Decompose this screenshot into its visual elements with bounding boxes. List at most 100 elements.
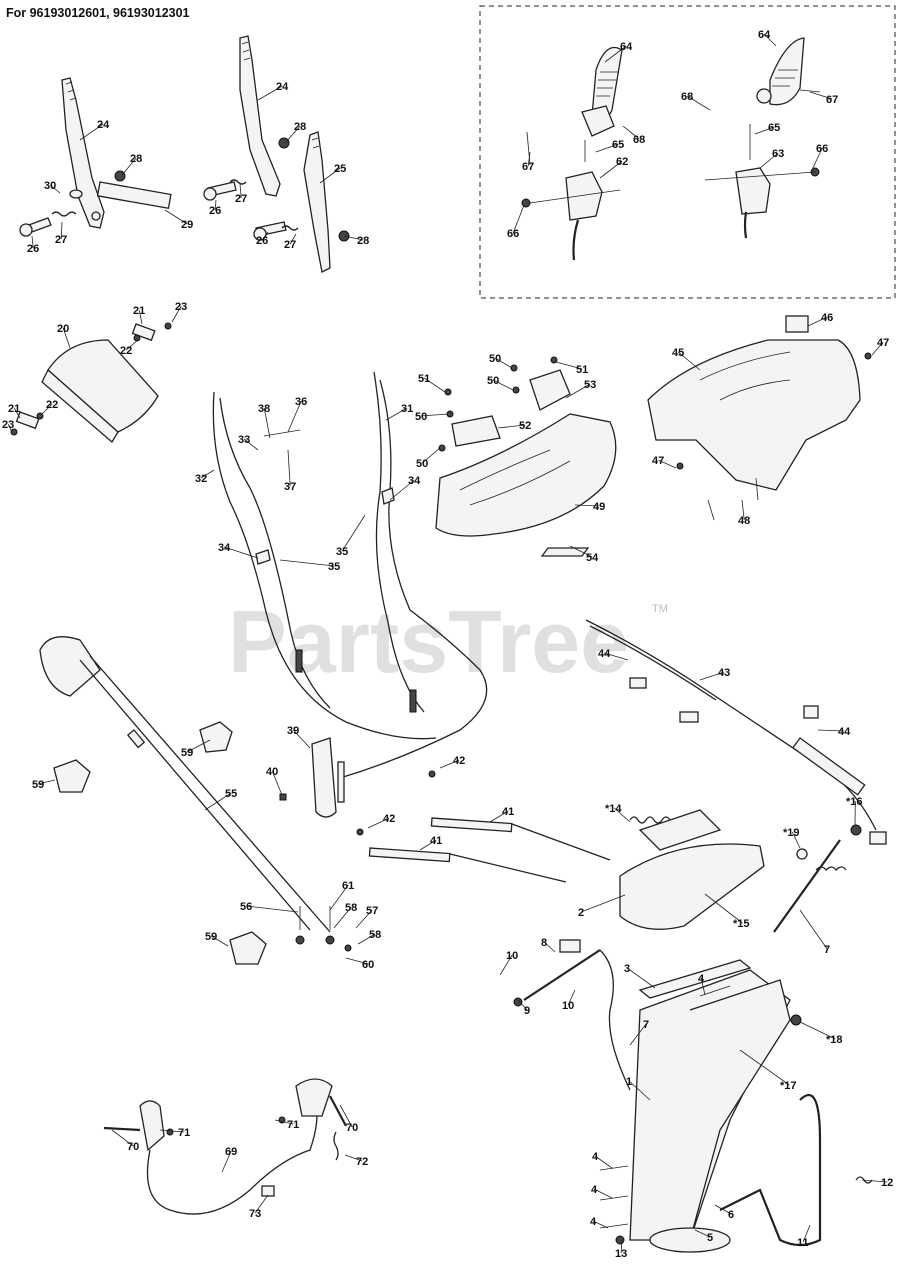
leader-c52 [497,424,526,429]
callout-c7a: 7 [824,944,830,956]
callout-c66a: 66 [507,228,519,240]
leader-c64a [604,45,627,63]
callout-c44a: 44 [598,648,611,660]
callout-c40: 40 [266,766,278,778]
callout-c62: 62 [616,156,628,168]
callout-c5: 5 [707,1232,713,1244]
leader-c10b [567,989,576,1006]
leader-c8 [543,941,556,953]
callout-c4d: 4 [590,1216,597,1228]
leader-c71b [274,1119,294,1125]
leader-c27b [239,183,242,199]
callout-c10a: 10 [506,950,518,962]
leader-c63 [759,152,779,169]
inset-lever-left [521,46,623,261]
chute-rods [356,770,611,883]
leader-c26c [261,231,269,241]
callout-c1: 1 [626,1076,632,1088]
leader-c59c [210,935,229,947]
leader-c4a [700,977,706,996]
leader-c10a [499,954,513,976]
engine-housing [647,315,872,521]
leader-c34b [224,546,259,559]
leader-c36 [287,400,302,433]
callout-c44b: 44 [838,726,851,738]
callout-c50a: 50 [489,353,501,365]
callout-c58b: 58 [369,929,381,941]
callout-c28b: 28 [294,121,306,133]
callout-c46: 46 [821,312,833,324]
leader-c27c [289,233,297,245]
leader-c24b [257,85,283,101]
callout-c33: 33 [238,434,250,446]
callout-c41b: 41 [430,835,442,847]
callout-c26c: 26 [256,235,268,247]
callout-c66b: 66 [816,143,828,155]
shift-handle [279,737,337,818]
callout-c73: 73 [249,1208,261,1220]
speed-lever-right [203,35,350,273]
callout-c64b: 64 [758,29,771,41]
leader-c41b [419,839,437,851]
leader-c44a [604,652,629,661]
leader-c12 [861,1179,888,1183]
callout-c18: *18 [826,1034,843,1046]
leader-c72 [344,1154,363,1162]
chute-crank [773,824,862,933]
callout-c2: 2 [578,907,584,919]
leader-c66a [512,204,525,234]
control-cables [212,371,488,803]
callout-c23a: 23 [175,301,187,313]
leader-c4c [593,1188,613,1199]
leader-c65b [754,126,775,135]
leader-c41a [489,810,509,823]
leader-c1 [628,1080,651,1101]
leader-c34a [389,479,415,501]
callout-c49: 49 [593,501,605,513]
callout-c17: *17 [780,1080,797,1092]
callout-c30: 30 [44,180,56,192]
callout-c59c: 59 [205,931,217,943]
leader-c43 [699,671,725,681]
leader-c42a [439,759,460,769]
leader-c47b [658,459,677,469]
callout-c43: 43 [718,667,730,679]
leader-c33 [243,438,259,451]
speed-lever-left [19,77,172,237]
callout-c70b: 70 [346,1122,358,1134]
callout-c42a: 42 [453,755,465,767]
callout-c23b: 23 [2,419,14,431]
callout-c8: 8 [541,937,547,949]
callout-c4c: 4 [591,1184,598,1196]
callout-c7b: 7 [643,1019,649,1031]
leader-c27a [60,221,63,240]
wiring-harness [585,619,887,845]
callout-c48: 48 [738,515,750,527]
callout-c34a: 34 [408,475,421,487]
callout-c22a: 22 [120,345,132,357]
callout-c67a: 67 [522,161,534,173]
leader-c42b [367,817,390,829]
callout-c38: 38 [258,403,270,415]
leader-c44b [817,729,845,732]
leader-c35a [341,514,366,552]
leader-c50d [421,447,441,464]
leader-c59b [38,779,56,785]
leader-c48 [741,499,745,521]
callout-leaders [7,33,888,1254]
leader-c54 [569,545,593,558]
callout-c3: 3 [624,963,630,975]
callout-c11: 11 [797,1237,809,1249]
leader-c2 [580,894,626,913]
leader-c28b [284,125,301,144]
leader-c70b [339,1104,353,1128]
leader-c53 [565,383,591,399]
callout-c29: 29 [181,219,193,231]
leader-c7a [799,909,828,950]
callout-c67b: 67 [826,94,838,106]
leader-c65a [595,143,619,153]
callout-c36: 36 [295,396,307,408]
callout-c24b: 24 [276,81,289,93]
callout-c16: *16 [846,796,863,808]
